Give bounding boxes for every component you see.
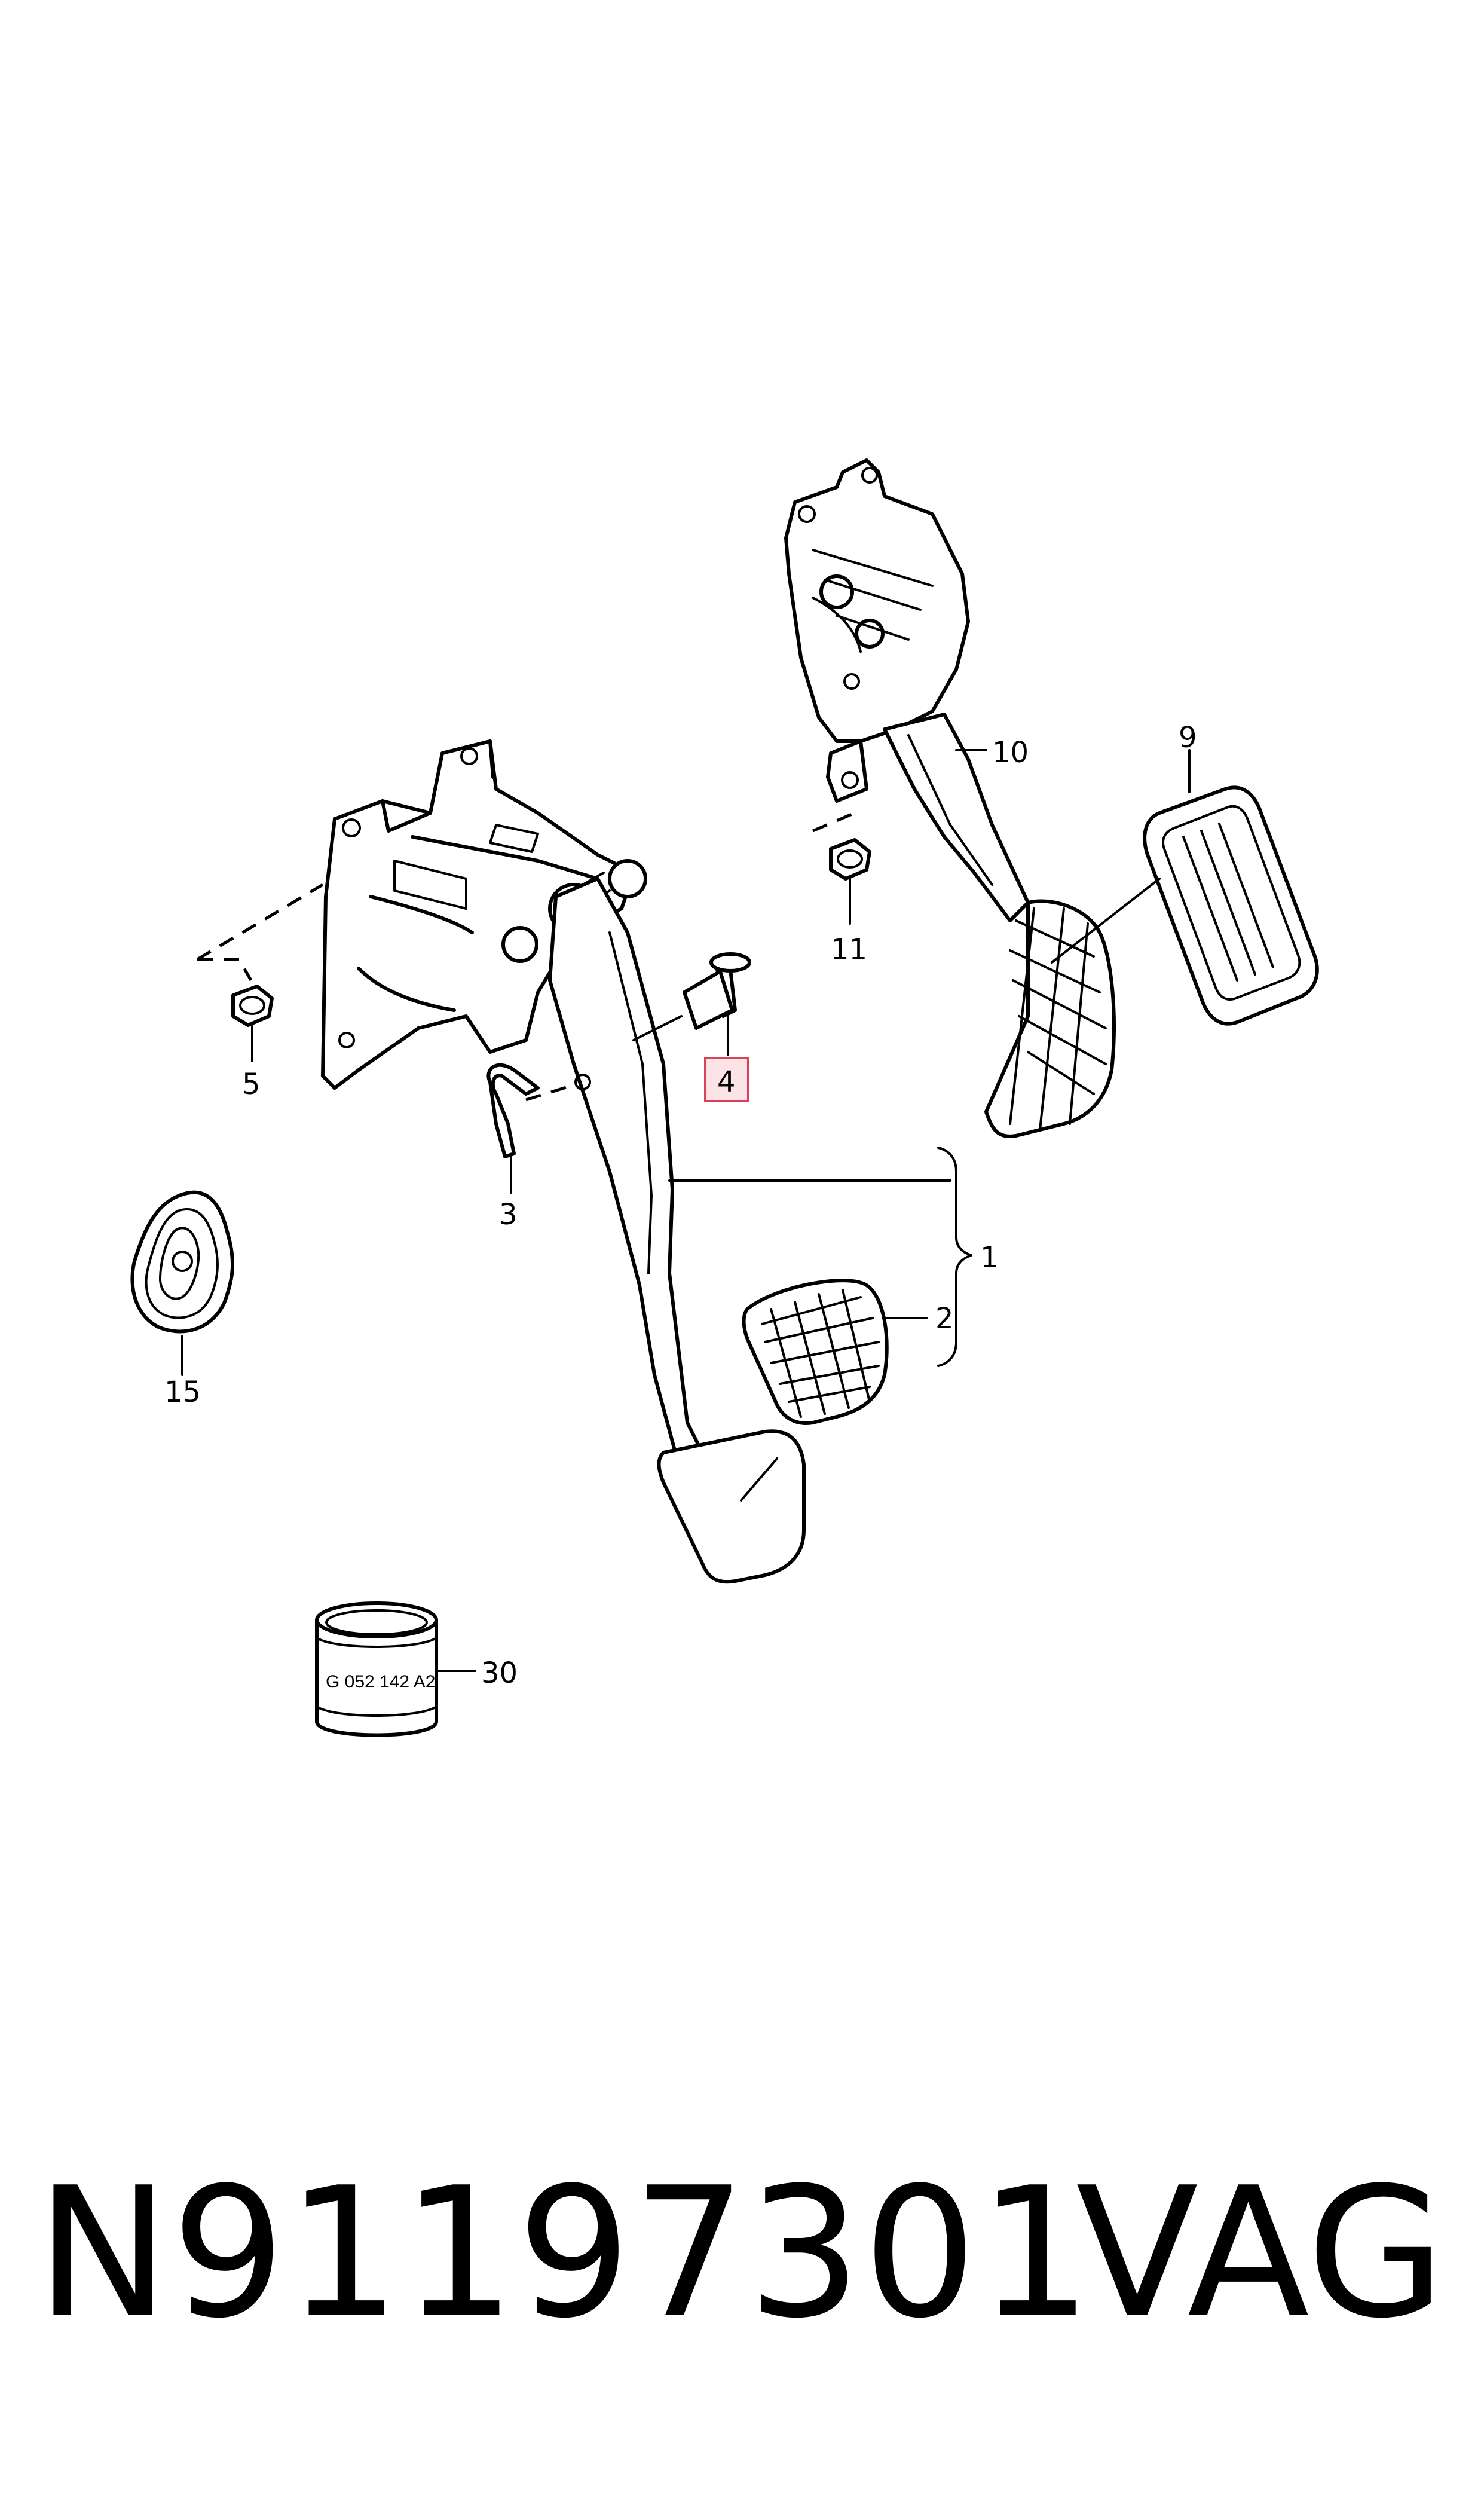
pedal-bracket [321,739,647,1090]
hex-nut-5 [196,883,324,1027]
brake-pedal-pad [657,1429,806,1584]
sleeve-stamp: G 052 142 A2 [326,1672,436,1692]
brand-name: VAG [1076,2149,1446,2358]
accelerator-pad-cover [1143,785,1319,1026]
callout-2: 2 [935,1302,954,1335]
highlight-box-4 [704,1057,749,1102]
bushing-sleeve: G 052 142 A2 [315,1601,438,1737]
leader-lines [181,749,1191,1672]
exploded-parts-diagram: G 052 142 A2 [130,458,1319,1737]
callout-11: 11 [831,933,867,967]
footer: N91197301 VAG [0,2128,1484,2379]
callout-5: 5 [242,1068,261,1101]
clutch-pedal-arm [548,877,701,1454]
callout-10: 10 [992,736,1029,769]
callout-3: 3 [499,1198,518,1231]
part-number: N91197301 [36,2149,1094,2358]
callout-labels: 1 2 3 4 5 9 10 11 15 30 [164,721,1197,1690]
callout-30: 30 [481,1656,518,1690]
callout-9: 9 [1179,721,1197,754]
retaining-clip [486,1063,574,1158]
hex-nut-11 [829,838,871,881]
pedal-pad-cover [742,1279,889,1425]
accelerator-pedal-arm [883,713,1116,1138]
callout-15: 15 [164,1375,201,1409]
callout-4: 4 [717,1065,736,1099]
pedal-pin [632,952,751,1041]
gasket [130,1190,235,1334]
accelerator-pedal-module [784,458,970,833]
callout-1: 1 [980,1241,999,1274]
